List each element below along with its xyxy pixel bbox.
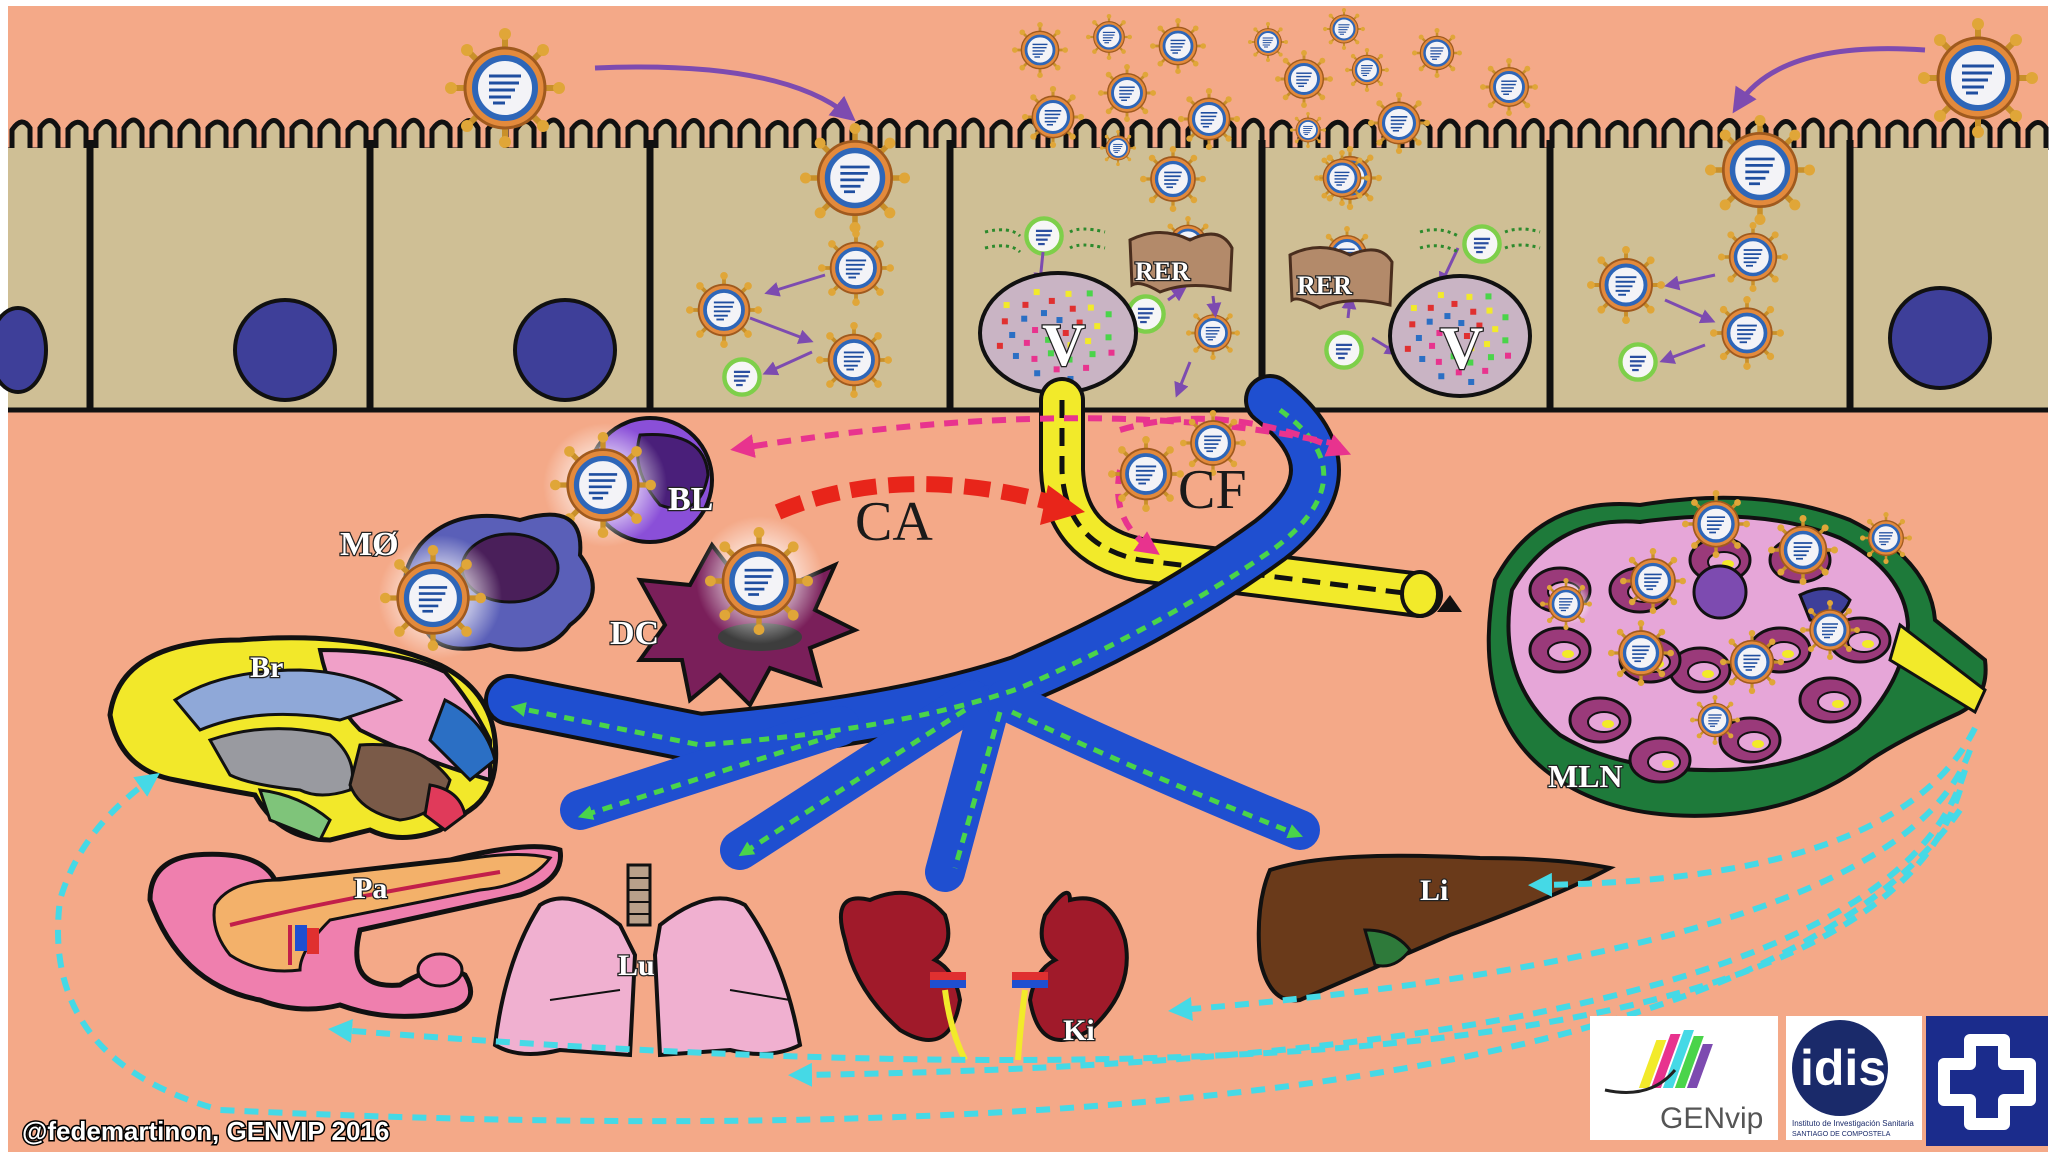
capsid-icon [1464,226,1499,261]
virion-icon [1345,48,1389,92]
mln-label: MLN [1548,758,1623,794]
virion-icon [1608,620,1674,686]
virion-icon [1620,548,1686,614]
virion-icon [1860,512,1912,564]
virion-icon [686,272,762,348]
rer-left: RER [1130,233,1232,293]
vacuole-right-label: V [1440,315,1483,381]
virion-icon [1710,296,1784,370]
virion-icon [445,28,565,148]
capsid-icon [1326,332,1361,367]
genvip-logo: GENvip [1590,1016,1778,1140]
virion-icon [1705,115,1815,225]
virion-icon [1682,490,1750,558]
virion-icon [1150,18,1206,74]
virion-icon [1587,246,1665,324]
lu-label: Lu [618,949,655,982]
virion-icon [816,322,892,398]
virion-icon [1768,515,1838,585]
idis-subtitle-1: Instituto de Investigación Sanitaria [1792,1119,1914,1128]
idis-logo: idis Instituto de Investigación Sanitari… [1786,1016,1922,1140]
mo-label: MØ [340,526,399,563]
virion-icon [1098,64,1156,122]
rer-left-label: RER [1135,257,1190,286]
bl-label: BL [668,481,713,518]
virion-icon [1540,578,1592,630]
cross-logo [1926,1016,2048,1146]
virion-icon [1412,28,1462,78]
ki-label: Ki [1063,1014,1095,1047]
vacuole-right: V [1390,276,1530,396]
virion-icon [1086,14,1132,60]
cf-label: CF [1178,459,1247,521]
pa-label: Pa [354,872,387,905]
virion-icon [1290,112,1326,148]
virion-icon [1100,130,1136,166]
virion-icon [1918,18,2038,138]
virion-icon [1108,436,1184,512]
virion-icon [818,230,894,306]
virion-icon [1800,600,1860,660]
virion-icon [800,123,910,233]
vacuole-left: V [980,273,1136,393]
virion-icon [1720,630,1784,694]
virion-icon [1140,146,1206,212]
virion-icon [1690,695,1740,745]
virion-icon [1368,92,1430,154]
vacuole-left-label: V [1042,312,1085,378]
idis-logo-text: idis [1800,1040,1886,1096]
li-label: Li [1420,874,1448,907]
dc-label: DC [610,615,659,652]
genvip-logo-text: GENvip [1660,1102,1763,1135]
virion-icon [1248,22,1288,62]
capsid-icon [724,359,759,394]
credit-text: @fedemartinon, GENVIP 2016 [22,1116,389,1146]
virion-icon [705,527,813,635]
virion-icon [1022,86,1084,148]
capsid-icon [1026,218,1061,253]
virion-icon [1186,306,1240,360]
rer-right-label: RER [1297,271,1352,300]
virion-icon [1178,88,1240,150]
br-label: Br [250,651,283,684]
idis-subtitle-2: SANTIAGO DE COMPOSTELA [1792,1131,1891,1138]
virion-icon [1323,8,1365,50]
virion-icon [1718,222,1788,292]
ca-label: CA [855,491,933,553]
rer-right: RER [1290,248,1392,309]
virion-icon [1275,50,1333,108]
virion-icon [1314,150,1370,206]
virion-icon [1012,22,1068,78]
virion-icon [1480,58,1538,116]
capsid-icon [1620,344,1655,379]
